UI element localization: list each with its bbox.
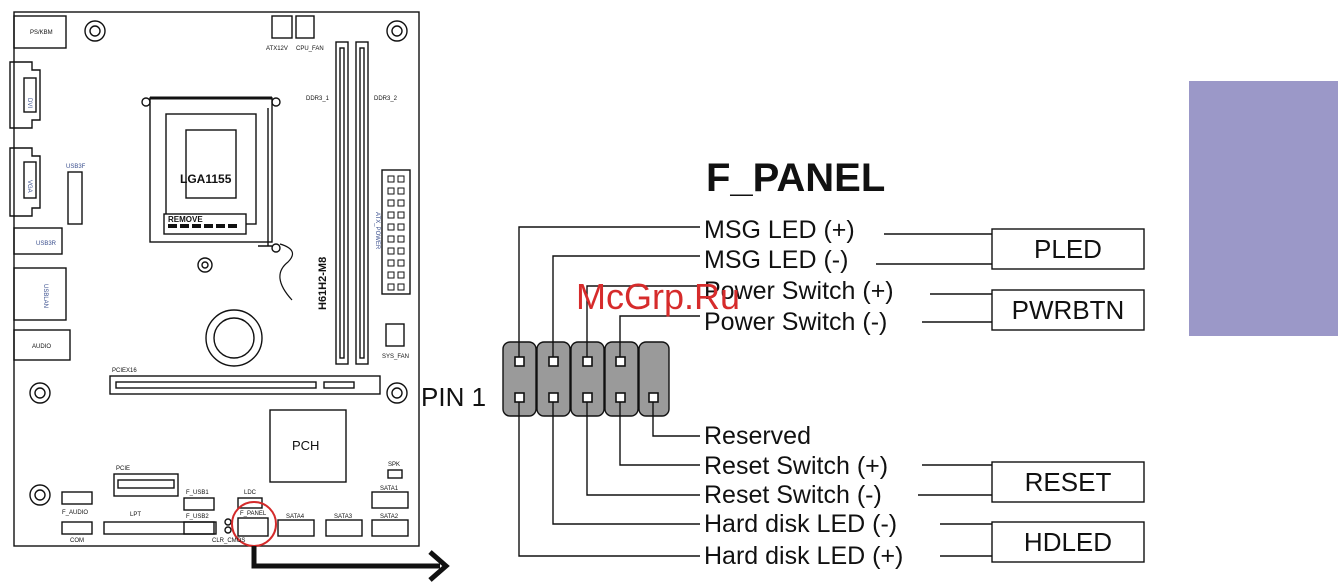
board-outline xyxy=(13,11,420,547)
com-label: COM xyxy=(70,538,84,544)
spk-label: SPK xyxy=(388,462,400,468)
diagram-title: F_PANEL xyxy=(706,156,885,200)
sata3-label: SATA3 xyxy=(334,514,353,520)
cpu-socket xyxy=(141,96,281,253)
vga-label: VGA xyxy=(26,180,32,193)
dvi-port xyxy=(9,61,41,129)
cpu-fan-label: CPU_FAN xyxy=(296,46,324,52)
sata1-port xyxy=(371,491,409,509)
pin-label-msg-led-neg: MSG LED (-) xyxy=(704,246,848,274)
mounting-holes xyxy=(29,20,408,506)
spk-header xyxy=(387,469,403,479)
model-label: H61H2-M8 xyxy=(317,257,329,310)
f-panel-board-label: F_PANEL xyxy=(240,511,267,517)
pin-label-reserved: Reserved xyxy=(704,422,811,450)
sys-fan-label: SYS_FAN xyxy=(382,354,409,360)
socket-label: LGA1155 xyxy=(180,172,232,186)
com-header xyxy=(61,521,93,535)
ps2-label: PS/KBM xyxy=(30,30,53,36)
lpt-label: LPT xyxy=(130,512,141,518)
f-audio-header xyxy=(61,491,93,505)
pin-label-msg-led-pos: MSG LED (+) xyxy=(704,216,855,244)
ddr1-label: DDR3_1 xyxy=(306,96,330,102)
pin-label-hdd-led-neg: Hard disk LED (-) xyxy=(704,510,897,538)
reset-label: RESET xyxy=(1025,467,1112,497)
atx-power-label: ATX_POWER xyxy=(374,212,380,250)
pcie-slot xyxy=(113,473,179,497)
dvi-label: DVI xyxy=(26,98,32,108)
usblan-label: USBLAN xyxy=(42,284,48,308)
usb3f-header xyxy=(67,171,83,225)
pch-chip xyxy=(269,409,347,483)
pin-label-power-switch-neg: Power Switch (-) xyxy=(704,308,887,336)
pin-column-4 xyxy=(604,341,639,417)
pled-box xyxy=(991,228,1145,270)
pcie-label: PCIE xyxy=(116,466,130,472)
pin-label-reset-switch-pos: Reset Switch (+) xyxy=(704,452,888,480)
ddr2-label: DDR3_2 xyxy=(374,96,398,102)
f-usb1-label: F_USB1 xyxy=(186,490,209,496)
atx-power-connector xyxy=(381,169,411,295)
sata3-port xyxy=(325,519,363,537)
sata2-label: SATA2 xyxy=(380,514,399,520)
remove-label: REMOVE xyxy=(168,215,203,224)
ddr3-slot-2 xyxy=(355,41,369,365)
pin-header xyxy=(502,341,670,417)
clr-cmos-jumper xyxy=(224,518,232,526)
pled-label: PLED xyxy=(1034,234,1102,264)
pwrbtn-label: PWRBTN xyxy=(1012,295,1125,325)
pin-labels: MSG LED (+) MSG LED (-) Power Switch (+)… xyxy=(704,216,903,570)
leader-lines xyxy=(518,226,992,557)
sata4-label: SATA4 xyxy=(286,514,305,520)
vga-port xyxy=(9,147,41,217)
sata4-port xyxy=(277,519,315,537)
reset-box xyxy=(991,461,1145,503)
usb3f-label: USB3F xyxy=(66,164,86,170)
cpu-power-connector xyxy=(271,15,293,39)
f-audio-label: F_AUDIO xyxy=(62,510,88,516)
pwrbtn-box xyxy=(991,289,1145,331)
watermark: McGrp.Ru xyxy=(576,276,740,317)
f-usb2-header xyxy=(183,521,215,535)
callout-arrow xyxy=(251,546,440,569)
board-labels: PS/KBM DVI VGA USB3F USB3R USBLAN AUDIO … xyxy=(26,30,409,544)
audio-port xyxy=(13,329,71,361)
pin1-label: PIN 1 xyxy=(421,382,486,412)
f-panel-header xyxy=(237,517,269,537)
sys-fan-header xyxy=(385,323,405,347)
group-boxes: PLED PWRBTN RESET HDLED xyxy=(991,228,1145,563)
motherboard xyxy=(9,11,450,582)
pin-column-5 xyxy=(638,341,670,417)
pin-label-hdd-led-pos: Hard disk LED (+) xyxy=(704,542,903,570)
f-usb2-label: F_USB2 xyxy=(186,514,209,520)
accent-panel xyxy=(1189,81,1338,336)
sata1-label: SATA1 xyxy=(380,486,399,492)
hdled-box xyxy=(991,521,1145,563)
pin-label-power-switch-pos: Power Switch (+) xyxy=(704,277,894,305)
pciex16-label: PCIEX16 xyxy=(112,368,137,374)
ps2-port xyxy=(13,15,67,49)
usb3r-label: USB3R xyxy=(36,241,57,247)
pin-label-reset-switch-neg: Reset Switch (-) xyxy=(704,481,882,509)
lpt-header xyxy=(103,521,217,535)
hdled-label: HDLED xyxy=(1024,527,1112,557)
ddr3-slot-1 xyxy=(335,41,349,365)
pch-label: PCH xyxy=(292,438,319,453)
clr-cmos-label: CLR_CMOS xyxy=(212,538,245,544)
cpu-fan-header xyxy=(295,15,315,39)
audio-label: AUDIO xyxy=(32,344,51,350)
usb3r-port xyxy=(13,227,63,255)
cpu-power-label: ATX12V xyxy=(266,46,288,52)
usblan-port xyxy=(13,267,67,321)
ldc-label: LDC xyxy=(244,490,257,496)
f-usb1-header xyxy=(183,497,215,511)
pciex16-slot xyxy=(109,375,381,395)
sata2-port xyxy=(371,519,409,537)
cmos-battery xyxy=(205,309,263,367)
